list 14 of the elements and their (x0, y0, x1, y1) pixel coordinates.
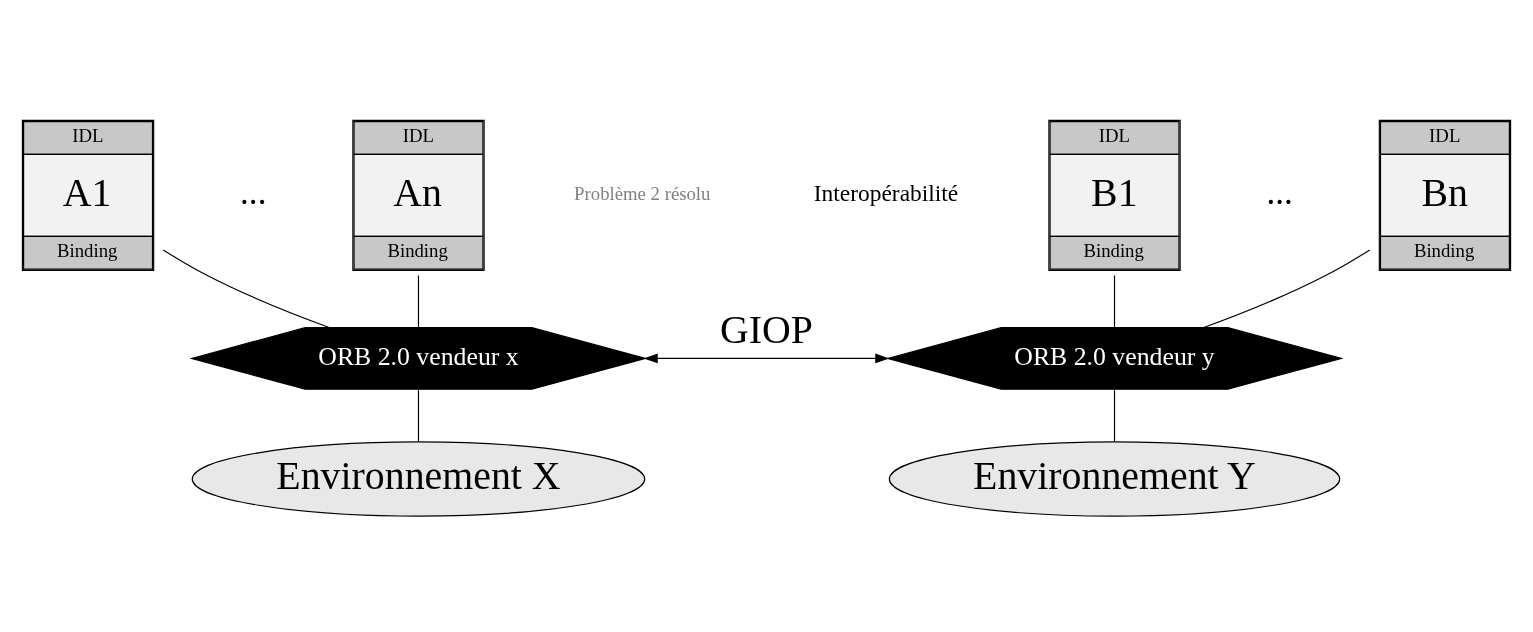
edge-label: GIOP (720, 308, 813, 353)
connector (417, 274, 420, 329)
connector (1113, 388, 1116, 443)
connector (162, 249, 331, 329)
label: Interopérabilité (813, 180, 959, 207)
connector (417, 388, 420, 443)
label: ... (240, 173, 267, 213)
node-ellipse: Environnement X (191, 441, 646, 517)
label: ... (1266, 173, 1293, 213)
node-ellipse: Environnement Y (888, 441, 1341, 517)
connector (1202, 249, 1371, 329)
label: Problème 2 résolu (574, 182, 711, 204)
connector (1113, 274, 1116, 329)
arrow (643, 353, 890, 364)
